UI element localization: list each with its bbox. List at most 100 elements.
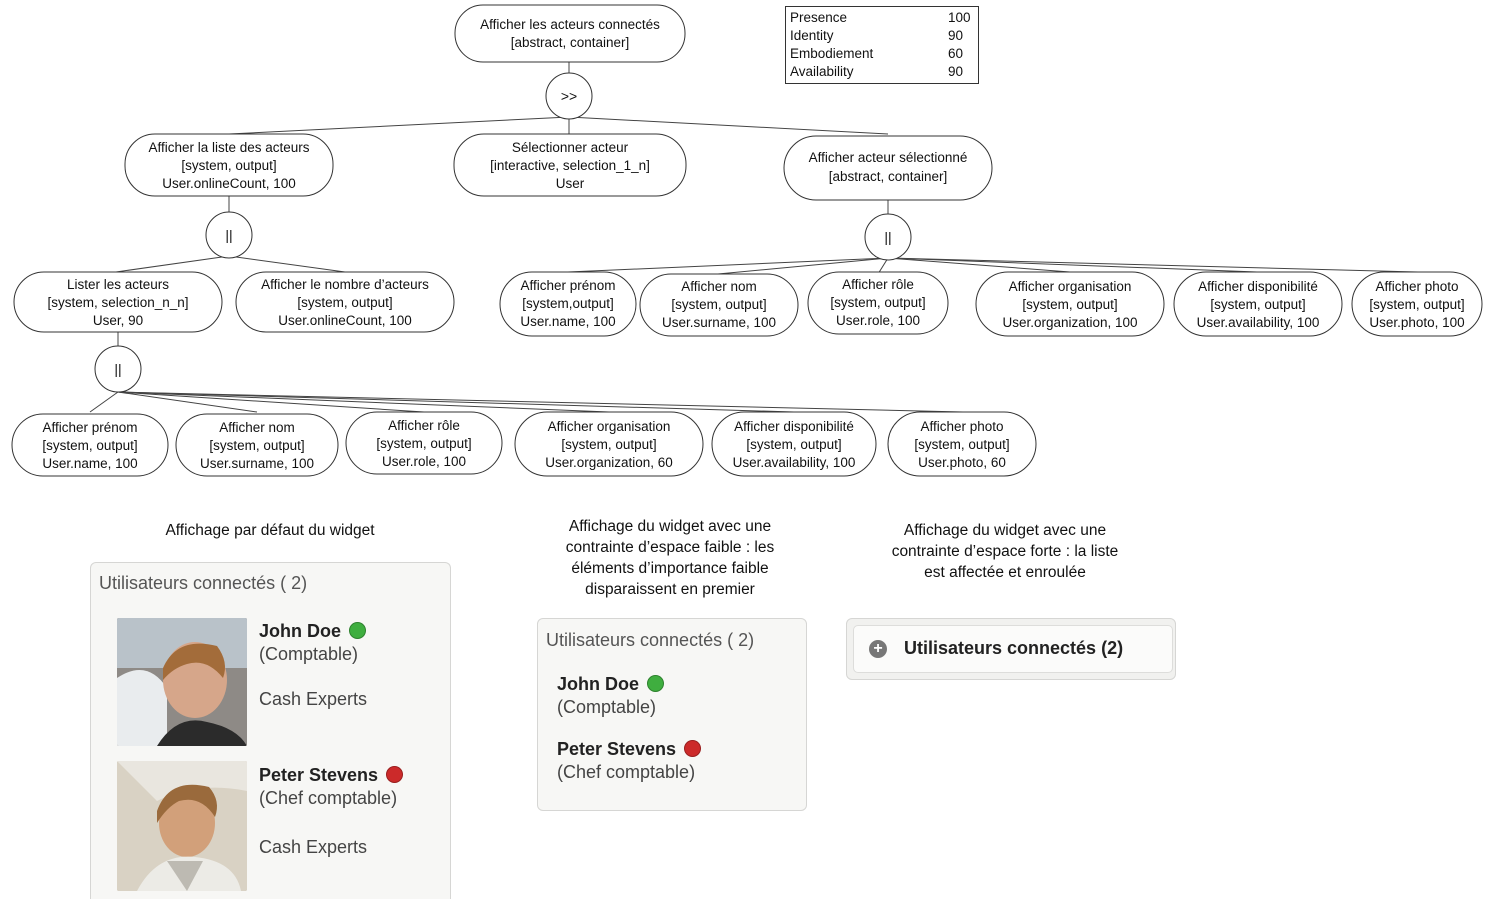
node-props: [system, output] [181, 158, 276, 173]
caption-line: Affichage par défaut du widget [165, 522, 375, 539]
node-props: [system, output] [1369, 297, 1464, 312]
task-node-selected-role: Afficher rôle [system, output] User.role… [807, 271, 949, 335]
node-source: User.organization, 60 [545, 455, 673, 470]
widget-title[interactable]: Utilisateurs connectés ( 2) [99, 573, 308, 593]
legend-label: Identity [790, 28, 834, 43]
legend-label: Presence [790, 10, 848, 25]
operator-concurrent-list: || [205, 211, 253, 259]
node-label: Afficher nom [681, 279, 757, 294]
task-node-lister-firstname: Afficher prénom [system, output] User.na… [11, 413, 169, 477]
node-props: [system,output] [522, 296, 614, 311]
legend-value: 90 [948, 64, 964, 79]
operator-concurrent-selected: || [864, 213, 912, 261]
status-busy-icon [684, 740, 702, 758]
node-source: User [556, 176, 585, 191]
widget-default: Utilisateurs connectés ( 2) John Doe (Co… [90, 562, 451, 899]
operator-label: >> [561, 88, 577, 104]
node-label: Afficher rôle [388, 418, 460, 433]
caption-weak-constraint: Affichage du widget avec une contrainte … [520, 516, 820, 600]
node-source: User.surname, 100 [662, 315, 776, 330]
node-label: Sélectionner acteur [512, 140, 629, 155]
node-source: User.photo, 60 [918, 455, 1006, 470]
node-source: User.role, 100 [382, 454, 466, 469]
operator-label: || [225, 227, 232, 243]
task-node-selected-surname: Afficher nom [system, output] User.surna… [639, 273, 799, 337]
operator-enabling: >> [545, 72, 593, 120]
task-node-selected-photo: Afficher photo [system, output] User.pho… [1351, 271, 1483, 337]
node-source: User.name, 100 [520, 314, 615, 329]
user-entry-john-doe[interactable]: John Doe (Comptable) Cash Experts [259, 621, 367, 710]
caption-line: disparaissent en premier [585, 581, 755, 598]
node-props: [system, output] [376, 436, 471, 451]
node-props: [system, output] [914, 437, 1009, 452]
plus-circle-icon[interactable]: + [869, 640, 887, 658]
operator-concurrent-lister: || [94, 345, 142, 393]
status-online-icon [647, 675, 665, 693]
node-source: User.role, 100 [836, 313, 920, 328]
task-node-select: Sélectionner acteur [interactive, select… [453, 133, 687, 197]
node-label: Afficher prénom [520, 278, 615, 293]
task-node-lister: Lister les acteurs [system, selection_n_… [13, 271, 223, 333]
caption-strong-constraint: Affichage du widget avec une contrainte … [850, 520, 1160, 583]
node-source: User.onlineCount, 100 [162, 176, 296, 191]
node-source: User.onlineCount, 100 [278, 313, 412, 328]
user-entry-peter-stevens[interactable]: Peter Stevens (Chef comptable) [557, 739, 702, 783]
status-online-icon [349, 622, 367, 640]
importance-legend: Presence 100 Identity 90 Embodiement 60 … [785, 6, 979, 84]
node-props: [system, output] [1210, 297, 1305, 312]
task-node-lister-availability: Afficher disponibilité [system, output] … [711, 411, 877, 477]
avatar-john-doe [117, 618, 247, 746]
node-label: Afficher prénom [42, 420, 137, 435]
task-node-lister-organization: Afficher organisation [system, output] U… [514, 411, 704, 477]
node-label: Afficher acteur sélectionné [809, 150, 968, 165]
task-tree-diagram: Afficher les acteurs connectés [abstract… [11, 4, 1483, 477]
node-props: [system, output] [42, 438, 137, 453]
caption-line: contrainte d’espace forte : la liste [891, 543, 1119, 560]
node-source: User.availability, 100 [733, 455, 856, 470]
caption-line: contrainte d’espace faible : les [565, 539, 775, 556]
node-props: [system, output] [830, 295, 925, 310]
user-entry-john-doe[interactable]: John Doe (Comptable) [557, 674, 665, 718]
legend-value: 60 [948, 46, 964, 61]
legend-row: Identity 90 [790, 27, 974, 45]
node-source: User.availability, 100 [1197, 315, 1320, 330]
node-label: Afficher la liste des acteurs [148, 140, 309, 155]
node-label: Afficher disponibilité [734, 419, 854, 434]
node-label: Afficher nom [219, 420, 295, 435]
node-props: [system, output] [746, 437, 841, 452]
widget-strong-constraint: + Utilisateurs connectés (2) [846, 618, 1176, 680]
task-node-selected: Afficher acteur sélectionné [abstract, c… [783, 135, 993, 201]
node-props: [system, output] [561, 437, 656, 452]
legend-row: Embodiement 60 [790, 45, 974, 63]
tree-connectors [89, 62, 1419, 413]
node-source: User.organization, 100 [1002, 315, 1137, 330]
user-role: (Chef comptable) [557, 762, 696, 782]
node-props: [system, output] [209, 438, 304, 453]
widget-title[interactable]: Utilisateurs connectés ( 2) [546, 630, 755, 650]
collapsed-widget-header[interactable]: + Utilisateurs connectés (2) [853, 625, 1173, 673]
node-source: User, 90 [93, 313, 143, 328]
legend-label: Embodiement [790, 46, 874, 61]
legend-row: Availability 90 [790, 63, 974, 81]
avatar-peter-stevens [117, 761, 247, 891]
user-name: Peter Stevens [557, 739, 677, 759]
task-node-lister-surname: Afficher nom [system, output] User.surna… [175, 413, 339, 477]
user-name: John Doe [557, 674, 640, 694]
node-props: [system, output] [671, 297, 766, 312]
caption-line: Affichage du widget avec une [568, 518, 772, 535]
node-label: Afficher photo [920, 419, 1003, 434]
node-props: [interactive, selection_1_n] [490, 158, 650, 173]
user-name: John Doe [259, 621, 342, 641]
operator-label: || [114, 361, 121, 377]
node-label: Afficher le nombre d’acteurs [261, 277, 429, 292]
task-node-list: Afficher la liste des acteurs [system, o… [124, 133, 334, 197]
user-entry-peter-stevens[interactable]: Peter Stevens (Chef comptable) Cash Expe… [259, 765, 404, 858]
node-label: Afficher organisation [1009, 279, 1132, 294]
caption-default: Affichage par défaut du widget [100, 520, 440, 541]
widget-weak-constraint: Utilisateurs connectés ( 2) John Doe (Co… [537, 618, 807, 811]
legend-value: 90 [948, 28, 964, 43]
task-node-selected-firstname: Afficher prénom [system,output] User.nam… [499, 271, 637, 337]
task-node-selected-organization: Afficher organisation [system, output] U… [975, 271, 1165, 337]
node-label: Afficher rôle [842, 277, 914, 292]
user-role: (Chef comptable) [259, 788, 398, 808]
